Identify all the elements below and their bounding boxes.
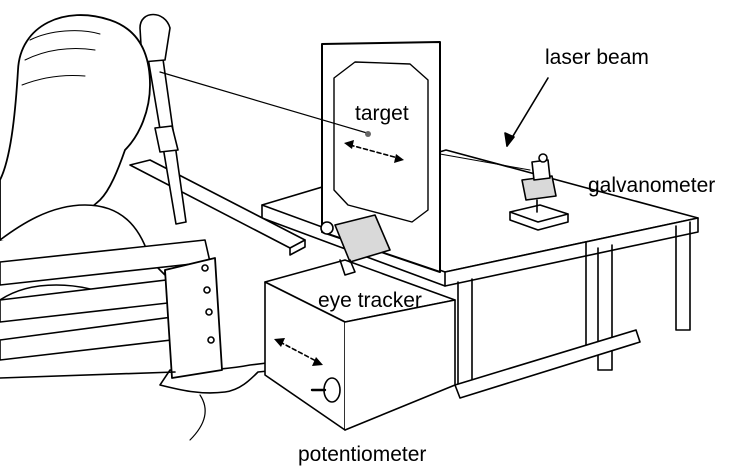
- apparatus-frame: [0, 239, 223, 379]
- knob-motion-arrow: [279, 341, 319, 363]
- laser-line-galvo-to-screen: [439, 153, 531, 171]
- eye-tracker-label: eye tracker: [318, 289, 422, 312]
- target-motion-arrow: [349, 144, 399, 159]
- potentiometer-knob: [310, 377, 341, 403]
- laser-line-eye-to-target: [159, 71, 368, 134]
- target-dot: [365, 131, 371, 137]
- potentiometer-label: potentiometer: [298, 443, 427, 466]
- target-label: target: [355, 102, 409, 125]
- eye-tracker: [320, 214, 391, 276]
- galvanometer-device: [509, 153, 569, 231]
- laser-arrow: [506, 77, 549, 147]
- target-screen: [321, 41, 441, 273]
- laser-beam-label: laser beam: [545, 46, 649, 69]
- potentiometer-box: [264, 259, 456, 431]
- galvanometer-label: galvanometer: [588, 174, 716, 197]
